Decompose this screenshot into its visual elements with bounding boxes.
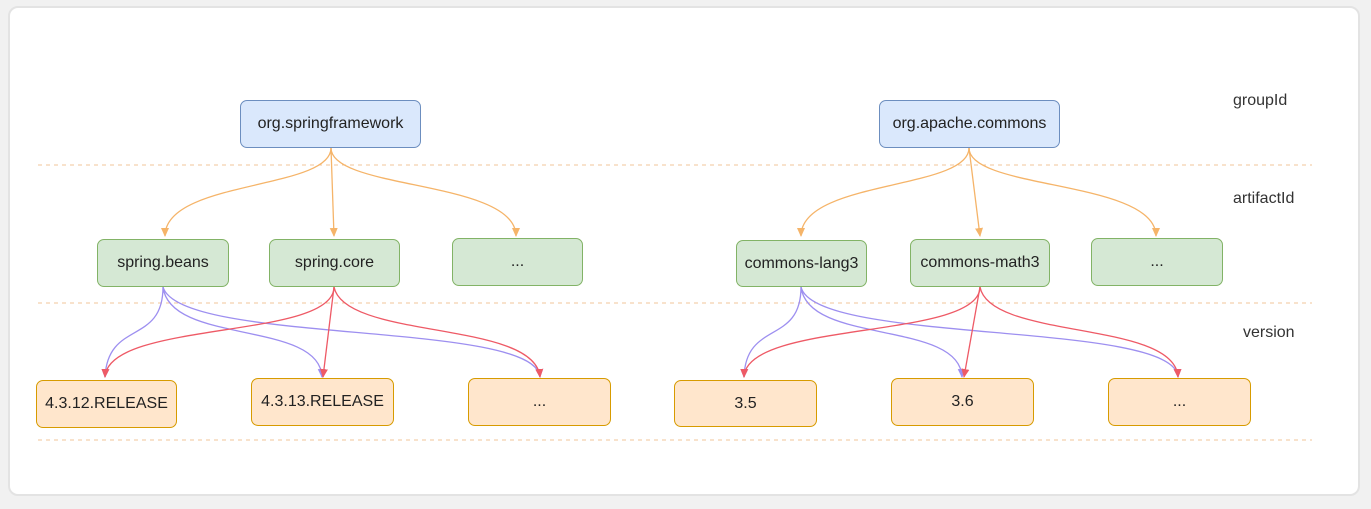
edge-math3-to-version-1	[740, 286, 981, 378]
artifact-node-left-3: ...	[452, 238, 583, 286]
edge-lang3-to-version-1	[740, 286, 802, 378]
version-node-left-1: 4.3.12.RELEASE	[36, 380, 177, 428]
lane-label-groupid: groupId	[1233, 92, 1288, 109]
artifact-node-left-2: spring.core	[269, 239, 400, 287]
edge-beans-to-version-3	[162, 286, 544, 378]
edge-group-right-to-artifact-2	[968, 147, 983, 237]
artifact-node-right-3: ...	[1091, 238, 1223, 286]
artifact-node-left-1: spring.beans	[97, 239, 229, 287]
edge-core-to-version-3	[333, 286, 544, 378]
lane-label-artifactid: artifactId	[1233, 190, 1295, 207]
version-node-right-1: 3.5	[674, 380, 817, 427]
version-node-right-2: 3.6	[891, 378, 1034, 426]
version-node-left-3: ...	[468, 378, 611, 426]
edge-beans-to-version-2	[162, 286, 326, 378]
edge-lang3-to-version-2	[800, 286, 966, 378]
edge-core-to-version-2	[320, 286, 335, 378]
artifact-node-right-1: commons-lang3	[736, 240, 867, 287]
group-node-right: org.apache.commons	[879, 100, 1060, 148]
edge-beans-to-version-1	[101, 286, 164, 378]
edge-math3-to-version-3	[979, 286, 1182, 378]
version-node-right-3: ...	[1108, 378, 1251, 426]
version-node-left-2: 4.3.13.RELEASE	[251, 378, 394, 426]
edge-group-right-to-artifact-1	[797, 147, 970, 237]
edge-group-left-to-artifact-3	[330, 147, 520, 237]
edge-group-left-to-artifact-1	[161, 147, 332, 237]
lane-label-version: version	[1243, 324, 1295, 341]
edge-math3-to-version-2	[961, 286, 981, 378]
group-node-left: org.springframework	[240, 100, 421, 148]
edge-lang3-to-version-3	[800, 286, 1182, 378]
edge-group-right-to-artifact-3	[968, 147, 1160, 237]
edge-group-left-to-artifact-2	[329, 147, 338, 237]
artifact-node-right-2: commons-math3	[910, 239, 1050, 287]
edge-core-to-version-1	[101, 286, 335, 378]
